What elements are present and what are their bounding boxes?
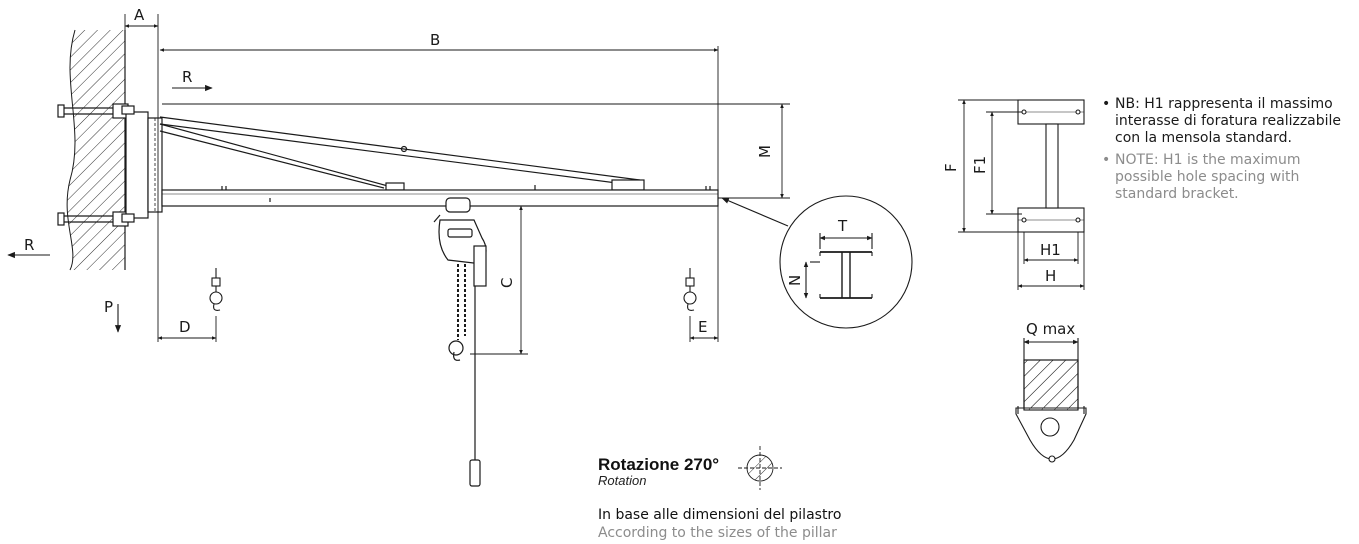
rotation-symbol [738,446,782,490]
note-english-text: NOTE: H1 is the maximum possible hole sp… [1115,152,1301,202]
note-italian: • NB: H1 rappresenta il massimo interass… [1102,96,1352,147]
dim-label-e: E [698,318,707,336]
jib-arm [159,116,719,207]
force-label-r-left: R [24,236,34,254]
dim-label-h1: H1 [1040,241,1061,259]
bullet-icon: • [1102,96,1111,112]
beam-section-detail [721,195,913,329]
wall-pillar [66,29,126,271]
pillar-caption: In base alle dimensioni del pilastro Acc… [598,506,898,542]
dim-label-f: F [942,163,960,172]
dim-label-d: D [179,318,191,336]
hook-left [209,268,223,311]
rotation-label: Rotazione 270° Rotation [598,455,719,488]
dimension-lines [124,14,790,355]
dim-label-c: C [498,278,516,288]
pillar-caption-italian: In base alle dimensioni del pilastro [598,507,842,523]
dim-label-a: A [134,6,145,24]
wall-bracket [121,105,163,223]
dim-label-m: M [756,145,774,158]
dim-label-f1: F1 [971,156,989,174]
dim-label-b: B [430,31,440,49]
dim-label-n: N [786,275,804,286]
bullet-icon: • [1102,152,1111,168]
pillar-clamp [1015,338,1087,463]
dim-label-h: H [1045,267,1056,285]
dim-label-t: T [837,217,848,235]
force-label-r-top: R [182,68,192,86]
bracket-plan-view [1017,99,1085,233]
rotation-subtitle: Rotation [598,473,647,488]
force-arrows [7,84,213,333]
hook-right [683,268,697,311]
notes-panel: • NB: H1 rappresenta il massimo interass… [1102,96,1352,208]
bracket-dimensions [958,99,1085,290]
force-label-p: P [104,298,113,316]
chain-hoist [433,197,487,487]
dim-label-q-max: Q max [1026,320,1075,338]
rotation-title: Rotazione 270° [598,455,720,474]
note-italian-text: NB: H1 rappresenta il massimo interasse … [1115,96,1342,146]
note-english: • NOTE: H1 is the maximum possible hole … [1102,152,1352,203]
pillar-caption-english: According to the sizes of the pillar [598,525,837,541]
